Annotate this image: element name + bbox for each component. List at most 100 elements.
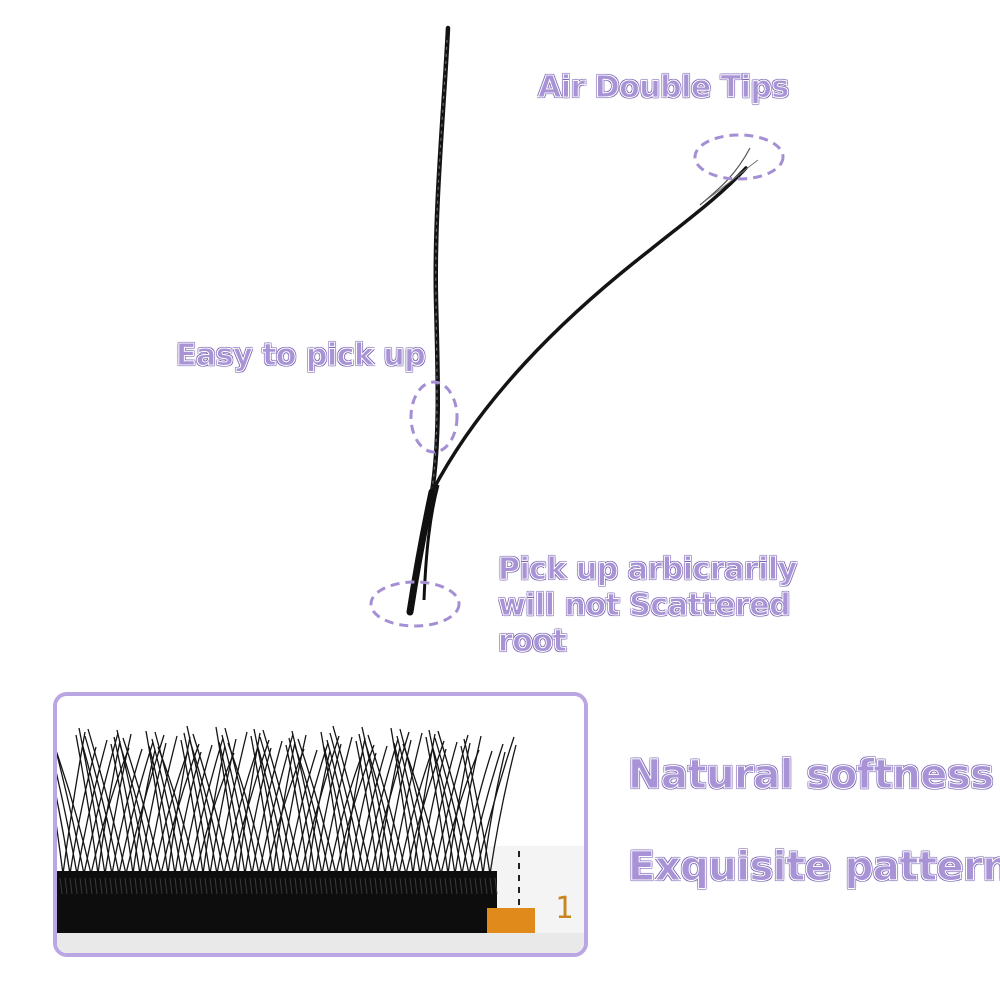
band-rib — [414, 877, 418, 895]
lash-fiber — [202, 745, 226, 875]
lash-fiber — [358, 733, 386, 875]
lash-fiber — [189, 740, 225, 875]
band-rib — [234, 877, 238, 895]
band-rib — [304, 877, 308, 895]
lash-fiber — [113, 736, 141, 875]
lash-fiber — [57, 751, 85, 875]
band-rib — [394, 877, 398, 895]
band-rib — [184, 877, 188, 895]
band-rib — [124, 877, 128, 895]
band-rib — [389, 877, 393, 895]
lash-tray-photo: 1 — [57, 696, 584, 953]
band-rib — [89, 877, 93, 895]
lash-fiber — [393, 742, 421, 875]
band-rib — [299, 877, 303, 895]
lash-fiber — [227, 742, 267, 875]
lash-fiber — [148, 745, 176, 875]
lash-fiber — [294, 745, 330, 875]
lash-fiber — [81, 742, 113, 875]
band-rib — [479, 877, 483, 895]
band-rib — [219, 877, 223, 895]
band-rib — [294, 877, 298, 895]
band-rib — [459, 877, 463, 895]
band-rib — [369, 877, 373, 895]
lash-fiber — [342, 737, 366, 875]
band-rib — [474, 877, 478, 895]
callout-pick-up-line-1: Pick up arbicrarily — [498, 552, 798, 588]
band-rib — [374, 877, 378, 895]
band-rib — [229, 877, 233, 895]
lash-fiber — [482, 751, 506, 875]
band-rib — [254, 877, 258, 895]
band-rib — [159, 877, 163, 895]
band-rib — [84, 877, 88, 895]
band-rib — [144, 877, 148, 895]
band-rib — [164, 877, 168, 895]
band-rib — [109, 877, 113, 895]
band-rib — [419, 877, 423, 895]
lash-fiber — [402, 743, 442, 875]
lash-strand-curved — [430, 166, 748, 494]
band-rib — [279, 877, 283, 895]
band-rib — [99, 877, 103, 895]
lash-tray-photo-frame: 1 — [53, 692, 588, 957]
band-rib — [169, 877, 173, 895]
lash-fiber — [244, 747, 272, 875]
band-rib — [444, 877, 448, 895]
lash-fiber — [377, 746, 401, 875]
callout-exquisite-pattern: Exquisite pattern — [627, 844, 1000, 891]
lash-fiber — [251, 740, 283, 875]
lash-fiber — [57, 825, 64, 875]
lash-fiber — [97, 740, 121, 875]
band-rib — [209, 877, 213, 895]
band-rib — [274, 877, 278, 895]
band-rib — [154, 877, 158, 895]
lash-fiber — [57, 796, 71, 875]
band-rib — [269, 877, 273, 895]
lash-fiber — [183, 732, 211, 875]
band-rib — [484, 877, 488, 895]
band-rib — [179, 877, 183, 895]
lash-fiber — [119, 744, 155, 875]
band-rib — [259, 877, 263, 895]
band-rib — [404, 877, 408, 895]
lash-fiber — [122, 737, 162, 875]
root-highlight-ring — [369, 580, 461, 628]
lash-fiber — [221, 734, 253, 875]
lash-fiber — [192, 733, 232, 875]
band-rib — [409, 877, 413, 895]
band-rib — [439, 877, 443, 895]
band-rib — [69, 877, 73, 895]
lash-fiber — [390, 727, 414, 875]
band-rib — [349, 877, 353, 895]
band-rib — [119, 877, 123, 895]
lash-fiber — [391, 732, 423, 875]
lash-root-cross — [422, 484, 440, 601]
lash-fiber — [272, 741, 296, 875]
band-rib — [464, 877, 468, 895]
band-rib — [354, 877, 358, 895]
lash-fiber — [111, 748, 143, 875]
band-rib — [329, 877, 333, 895]
lash-fiber — [396, 735, 428, 875]
callout-easy-to-pick-up: Easy to pick up — [175, 338, 426, 374]
band-rib — [224, 877, 228, 895]
callout-natural-softness: Natural softness — [627, 752, 994, 799]
lash-fiber — [367, 734, 407, 875]
lash-band — [57, 871, 497, 933]
band-rib — [249, 877, 253, 895]
lash-fiber — [434, 737, 470, 875]
lash-fiber — [262, 729, 302, 875]
band-rib — [114, 877, 118, 895]
band-rib — [334, 877, 338, 895]
band-rib — [149, 877, 153, 895]
lash-fiber — [157, 746, 197, 875]
band-rib — [324, 877, 328, 895]
lash-fiber — [216, 731, 248, 875]
lash-strand-long — [429, 25, 451, 495]
band-rib — [134, 877, 138, 895]
band-rib — [314, 877, 318, 895]
lash-fiber — [288, 737, 316, 875]
band-rib — [359, 877, 363, 895]
band-rib — [244, 877, 248, 895]
